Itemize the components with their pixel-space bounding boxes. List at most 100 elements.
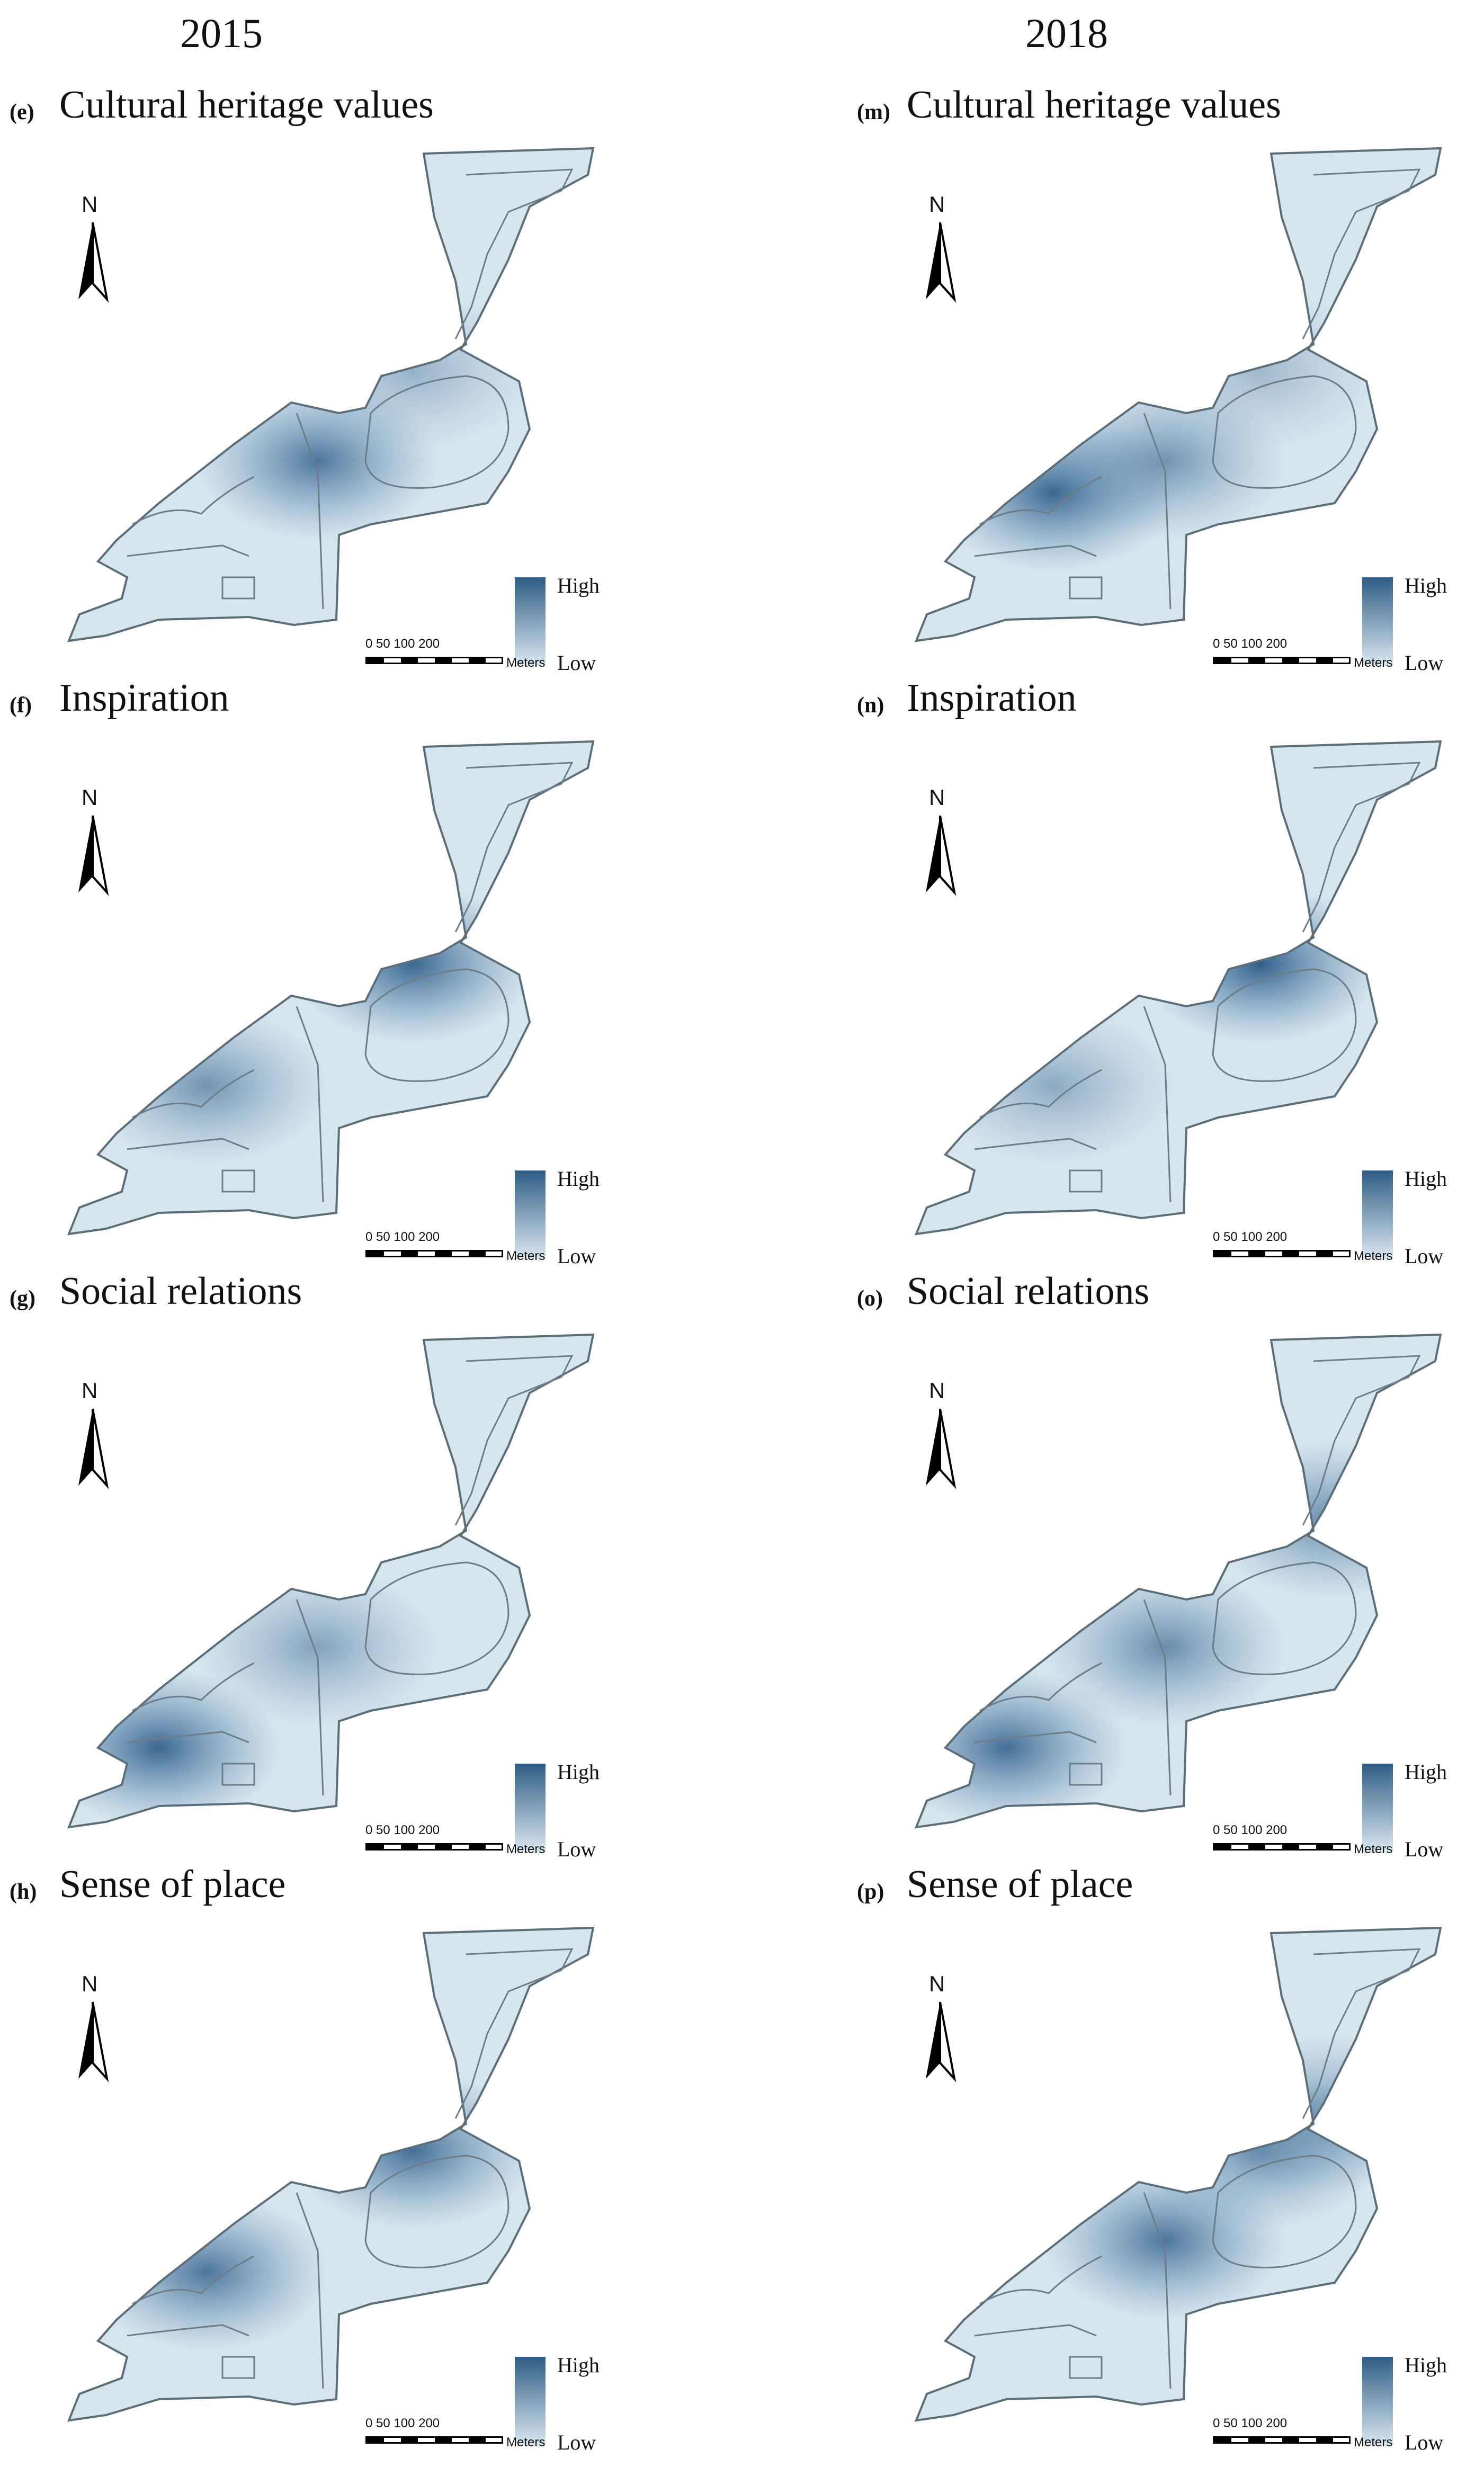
panel-label: (h) — [10, 1880, 37, 1904]
panel-label: (n) — [857, 693, 884, 718]
map-panel: (p) Sense of place — [847, 1859, 1484, 2454]
scale-bar: 0 50 100 200 Meters — [365, 2416, 545, 2463]
legend: High Low — [1362, 2353, 1479, 2463]
scale-bar-graphic — [1213, 1843, 1351, 1851]
scale-ticks: 0 50 100 200 — [365, 1230, 440, 1244]
scale-ticks: 0 50 100 200 — [1213, 637, 1288, 651]
legend-low-label: Low — [557, 1837, 596, 1861]
scale-bar-graphic — [365, 1250, 503, 1257]
legend-high-label: High — [1405, 1760, 1447, 1784]
scale-bar: 0 50 100 200 Meters — [1213, 1823, 1392, 1870]
north-label: N — [929, 1378, 945, 1403]
panel-name: Inspiration — [907, 676, 1077, 720]
scale-unit: Meters — [506, 1842, 546, 1856]
north-label: N — [82, 1378, 98, 1403]
scale-bar-graphic — [1213, 2436, 1351, 2444]
legend-color-bar — [1362, 1170, 1393, 1259]
panel-name: Social relations — [59, 1270, 302, 1313]
legend: High Low — [515, 1760, 631, 1870]
scale-unit: Meters — [506, 1249, 546, 1263]
map-panel: (f) Inspiration — [0, 673, 710, 1268]
panel-name: Inspiration — [59, 676, 229, 720]
legend-high-label: High — [557, 1167, 600, 1191]
panel-label: (o) — [857, 1286, 883, 1311]
map-panel: (m) Cultural heritage values — [847, 79, 1484, 675]
panel-title: (f) Inspiration — [0, 673, 710, 726]
panel-title: (o) Social relations — [847, 1266, 1484, 1319]
north-arrow-icon — [69, 193, 117, 305]
legend-low-label: Low — [1405, 1837, 1444, 1861]
legend-high-label: High — [557, 574, 600, 597]
legend-color-bar — [1362, 577, 1393, 666]
north-label: N — [929, 1971, 945, 1996]
scale-ticks: 0 50 100 200 — [365, 1823, 440, 1837]
scale-bar-graphic — [1213, 657, 1351, 664]
north-label: N — [82, 1971, 98, 1996]
panel-name: Social relations — [907, 1270, 1150, 1313]
scale-unit: Meters — [1354, 2435, 1393, 2450]
scale-bar: 0 50 100 200 Meters — [365, 1230, 545, 1276]
legend: High Low — [1362, 1760, 1479, 1870]
panel-name: Cultural heritage values — [59, 83, 434, 127]
north-arrow-icon — [69, 1973, 117, 2084]
legend-low-label: Low — [1405, 1244, 1444, 1268]
legend-high-label: High — [1405, 2353, 1447, 2377]
legend: High Low — [515, 1167, 631, 1276]
scale-bar: 0 50 100 200 Meters — [1213, 637, 1392, 683]
hotspot — [196, 1568, 440, 1727]
panel-name: Sense of place — [59, 1863, 286, 1906]
hotspot — [1043, 1568, 1287, 1727]
legend-low-label: Low — [1405, 2430, 1444, 2454]
north-arrow-icon — [916, 1973, 964, 2084]
north-label: N — [929, 192, 945, 217]
hotspot — [1208, 2034, 1441, 2193]
map-panel: (g) Social relations — [0, 1266, 710, 1861]
panel-label: (g) — [10, 1286, 35, 1311]
scale-bar: 0 50 100 200 Meters — [365, 1823, 545, 1870]
legend-color-bar — [1362, 1764, 1393, 1853]
map-panel: (e) Cultural heritage values — [0, 79, 710, 675]
hotspot — [85, 2193, 328, 2352]
north-label: N — [82, 192, 98, 217]
heatmap-figure — [0, 726, 710, 1261]
scale-unit: Meters — [506, 2435, 546, 2450]
scale-ticks: 0 50 100 200 — [1213, 1230, 1288, 1244]
panel-title: (n) Inspiration — [847, 673, 1484, 726]
scale-bar-graphic — [1213, 1250, 1351, 1257]
north-arrow-icon — [916, 193, 964, 305]
heatmap-figure — [847, 1319, 1484, 1854]
north-arrow-icon — [916, 1380, 964, 1491]
scale-ticks: 0 50 100 200 — [1213, 2416, 1288, 2430]
panel-name: Cultural heritage values — [907, 83, 1281, 127]
legend-low-label: Low — [557, 651, 596, 675]
heatmap-figure — [847, 726, 1484, 1261]
hotspot — [1208, 1441, 1441, 1599]
heatmap-figure — [0, 1319, 710, 1854]
map-panel: (h) Sense of place — [0, 1859, 710, 2454]
year-header-2015: 2015 — [180, 10, 263, 56]
legend-high-label: High — [1405, 574, 1447, 597]
heatmap-figure — [0, 132, 710, 667]
north-arrow-icon — [69, 786, 117, 898]
panel-label: (f) — [10, 693, 32, 718]
panel-label: (m) — [857, 100, 890, 124]
scale-ticks: 0 50 100 200 — [365, 2416, 440, 2430]
scale-bar-graphic — [365, 1843, 503, 1851]
panel-title: (p) Sense of place — [847, 1859, 1484, 1912]
heatmap-figure — [847, 1912, 1484, 2447]
scale-unit: Meters — [1354, 1842, 1393, 1856]
heatmap-figure — [0, 1912, 710, 2447]
legend-low-label: Low — [1405, 651, 1444, 675]
scale-unit: Meters — [1354, 1249, 1393, 1263]
north-arrow-icon — [916, 786, 964, 898]
legend-color-bar — [515, 1170, 546, 1259]
legend: High Low — [515, 2353, 631, 2463]
scale-bar-graphic — [365, 2436, 503, 2444]
scale-bar-graphic — [365, 657, 503, 664]
legend-high-label: High — [557, 1760, 600, 1784]
scale-unit: Meters — [506, 656, 546, 670]
north-label: N — [82, 785, 98, 810]
legend-high-label: High — [1405, 1167, 1447, 1191]
legend-color-bar — [515, 1764, 546, 1853]
map-panel: (n) Inspiration — [847, 673, 1484, 1268]
